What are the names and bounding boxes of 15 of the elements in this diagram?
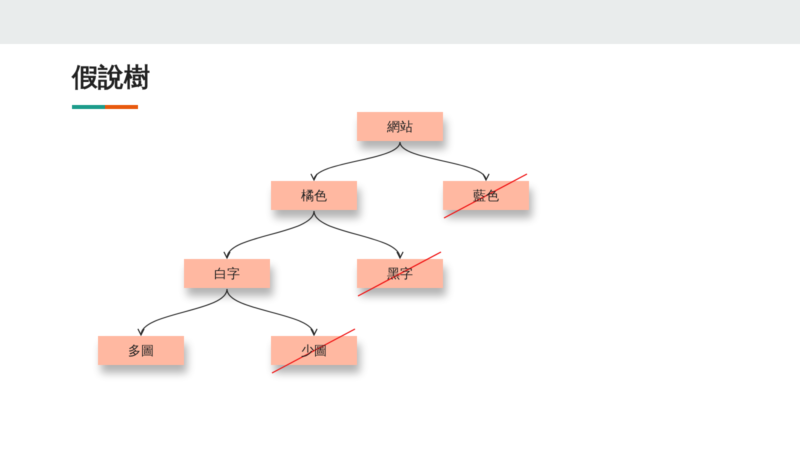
option-label: 網站 bbox=[387, 118, 413, 136]
arrow bbox=[312, 142, 401, 181]
slide-title: 假說樹 bbox=[72, 62, 150, 95]
option-label: 白字 bbox=[214, 266, 240, 282]
option-box bbox=[184, 259, 270, 288]
arrow bbox=[139, 288, 228, 336]
option-label: 橘色 bbox=[301, 188, 327, 204]
option-box bbox=[98, 336, 184, 365]
arrow bbox=[225, 210, 315, 259]
arrow bbox=[226, 288, 316, 336]
arrow bbox=[399, 142, 488, 181]
option-box bbox=[357, 112, 443, 141]
option-box bbox=[271, 181, 357, 210]
option-label: 多圖 bbox=[128, 342, 154, 360]
arrow bbox=[313, 210, 402, 259]
